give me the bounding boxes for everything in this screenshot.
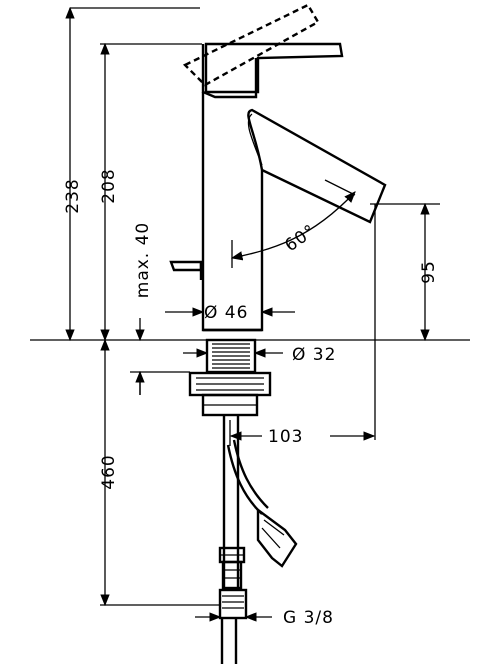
faucet-body bbox=[169, 3, 387, 332]
connection-hoses bbox=[218, 415, 298, 664]
label-shank-diameter: Ø 32 bbox=[292, 345, 336, 365]
label-pop-up-max: max. 40 bbox=[133, 222, 153, 298]
label-swivel-angle: 60° bbox=[281, 221, 320, 256]
faucet-shank bbox=[188, 338, 272, 417]
label-outlet-height: 95 bbox=[419, 260, 439, 284]
label-total-height: 238 bbox=[63, 178, 83, 213]
dimension-lines bbox=[65, 6, 440, 622]
label-hose-length: 460 bbox=[99, 454, 119, 489]
label-spout-height: 208 bbox=[99, 168, 119, 203]
label-connection-thread: G 3/8 bbox=[283, 608, 334, 628]
label-body-diameter: Ø 46 bbox=[204, 303, 248, 323]
label-spout-reach: 103 bbox=[268, 427, 303, 447]
